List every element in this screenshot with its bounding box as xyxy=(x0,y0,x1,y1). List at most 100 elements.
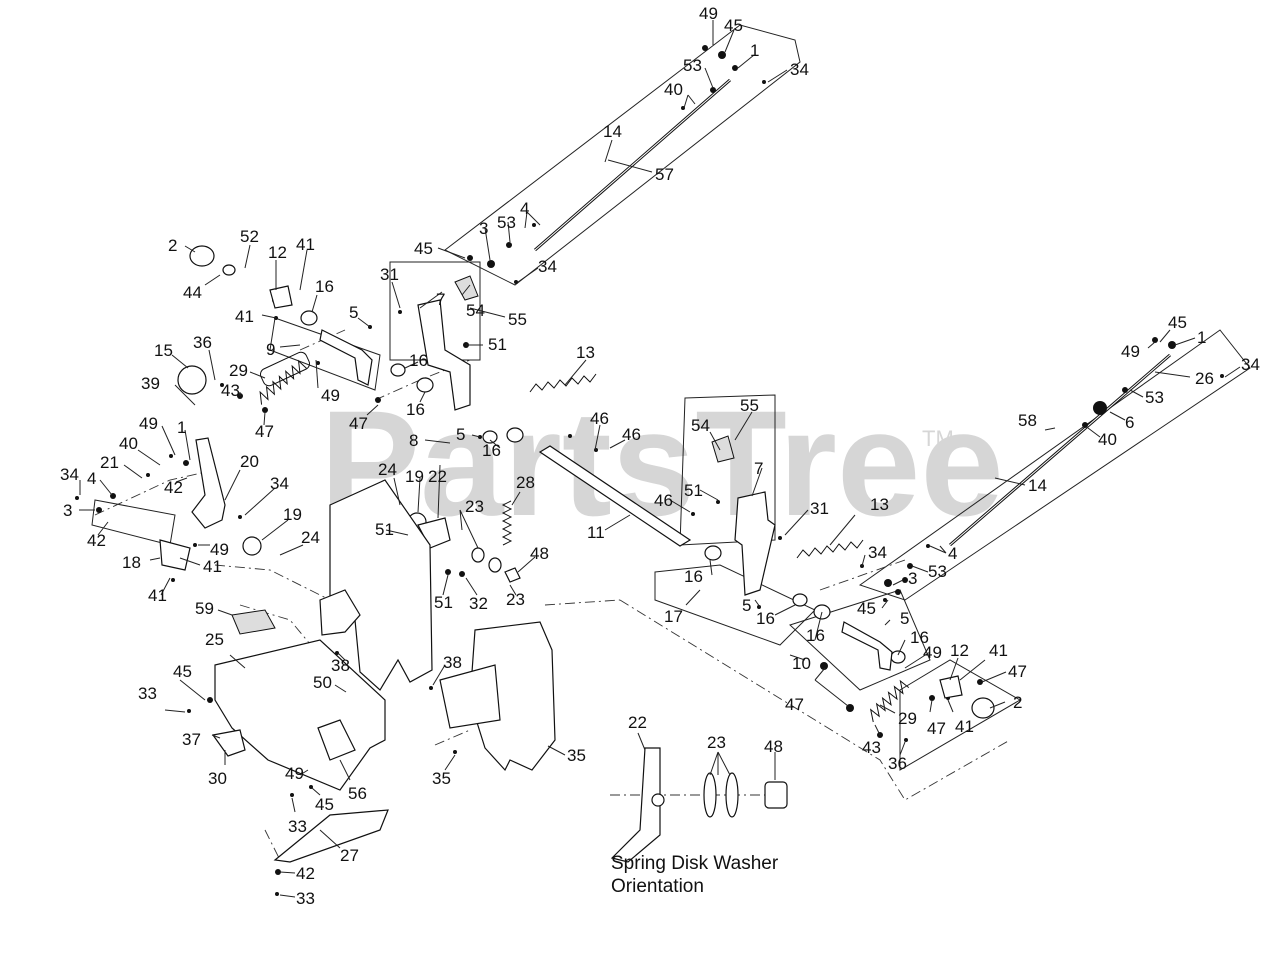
callout: 2 xyxy=(168,236,177,255)
block-12-left xyxy=(269,285,293,309)
callout: 43 xyxy=(221,381,240,400)
centerline-1 xyxy=(214,564,331,601)
callout: 51 xyxy=(684,481,703,500)
lever-pivot-10 xyxy=(841,621,893,671)
callout: 45 xyxy=(1168,313,1187,332)
callout: 46 xyxy=(622,425,641,444)
callout: 36 xyxy=(888,754,907,773)
callout: 39 xyxy=(141,374,160,393)
callout: 4 xyxy=(87,469,96,488)
bushing xyxy=(704,545,722,561)
cross-shaft xyxy=(538,445,692,547)
spring-13-right xyxy=(796,539,864,559)
washer xyxy=(222,264,236,276)
nut-48 xyxy=(504,567,521,583)
callout: 34 xyxy=(270,474,289,493)
callout: 18 xyxy=(122,553,141,572)
callout: 47 xyxy=(927,719,946,738)
callout: 23 xyxy=(707,733,726,752)
watermark-trademark: TM xyxy=(922,426,954,451)
callout: 5 xyxy=(900,609,909,628)
callout: 47 xyxy=(1008,662,1027,681)
callout: 3 xyxy=(908,569,917,588)
callout: 45 xyxy=(857,599,876,618)
callout: 32 xyxy=(469,594,488,613)
spring-28 xyxy=(501,500,513,546)
callout: 40 xyxy=(1098,430,1117,449)
lever-pivot-9 xyxy=(319,329,373,386)
callout: 15 xyxy=(154,341,173,360)
bushing xyxy=(416,377,434,393)
callout: 4 xyxy=(520,199,529,218)
callout: 7 xyxy=(436,290,445,309)
callout: 25 xyxy=(205,630,224,649)
callout: 13 xyxy=(870,495,889,514)
callout: 21 xyxy=(100,453,119,472)
callout: 41 xyxy=(148,586,167,605)
callout: 2 xyxy=(1013,693,1022,712)
callout: 37 xyxy=(182,730,201,749)
callout: 49 xyxy=(210,540,229,559)
callout: 31 xyxy=(380,265,399,284)
callout: 16 xyxy=(482,441,501,460)
callout: 55 xyxy=(508,310,527,329)
callout: 13 xyxy=(576,343,595,362)
callout: 7 xyxy=(754,459,763,478)
callout: 5 xyxy=(742,596,751,615)
callout: 27 xyxy=(340,846,359,865)
callout: 51 xyxy=(375,520,394,539)
bushing xyxy=(482,430,498,444)
callout: 34 xyxy=(1241,355,1260,374)
callout: 16 xyxy=(756,609,775,628)
spring-29-left xyxy=(259,351,310,405)
callout: 55 xyxy=(740,396,759,415)
callout: 19 xyxy=(283,505,302,524)
callout: 41 xyxy=(989,641,1008,660)
ball-knob-15 xyxy=(177,365,207,395)
callout: 24 xyxy=(301,528,320,547)
callout: 16 xyxy=(315,277,334,296)
pad-59 xyxy=(231,609,276,635)
callout: 34 xyxy=(538,257,557,276)
callout: 36 xyxy=(193,333,212,352)
callout: 47 xyxy=(255,422,274,441)
callout: 53 xyxy=(497,213,516,232)
callout: 12 xyxy=(268,243,287,262)
callout: 53 xyxy=(683,56,702,75)
callout: 24 xyxy=(378,460,397,479)
callout: 41 xyxy=(203,557,222,576)
callout: 46 xyxy=(654,491,673,510)
callout: 34 xyxy=(60,465,79,484)
callout: 16 xyxy=(406,400,425,419)
callout: 45 xyxy=(173,662,192,681)
callout: 16 xyxy=(409,351,428,370)
spring-29-right xyxy=(869,679,910,723)
callout: 14 xyxy=(1028,476,1047,495)
callout: 42 xyxy=(164,478,183,497)
washer-23 xyxy=(488,557,502,573)
callout: 42 xyxy=(87,531,106,550)
inset-caption-line1: Spring Disk Washer xyxy=(611,853,779,874)
centerline-6 xyxy=(819,559,906,591)
callout: 42 xyxy=(296,864,315,883)
callout: 16 xyxy=(910,628,929,647)
callout: 58 xyxy=(1018,411,1037,430)
callout: 20 xyxy=(240,452,259,471)
callout: 30 xyxy=(208,769,227,788)
callout-labels: 49 45 1 34 53 40 14 57 3 53 4 45 34 31 7… xyxy=(60,4,1260,908)
lever-18 xyxy=(159,539,191,571)
hand-lever-20 xyxy=(191,437,226,529)
callout: 1 xyxy=(1197,328,1206,347)
right-pivot-box xyxy=(789,589,931,691)
callout: 53 xyxy=(928,562,947,581)
callout: 14 xyxy=(603,122,622,141)
callout: 4 xyxy=(948,544,957,563)
callout: 54 xyxy=(466,301,485,320)
bushing xyxy=(300,310,318,326)
callout: 49 xyxy=(923,643,942,662)
callout: 59 xyxy=(195,599,214,618)
leader-lines xyxy=(79,20,1241,898)
callout: 11 xyxy=(587,523,605,542)
callout: 38 xyxy=(443,653,462,672)
